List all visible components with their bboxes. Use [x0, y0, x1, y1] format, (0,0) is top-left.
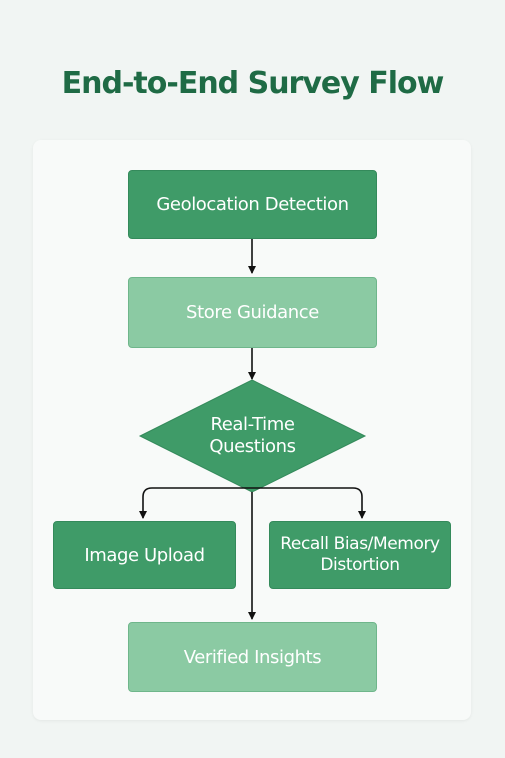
node-recall-line2: Distortion — [320, 555, 400, 575]
node-recall-line1: Recall Bias/Memory — [280, 534, 440, 554]
node-image-upload-label: Image Upload — [84, 544, 205, 566]
node-questions-line2: Questions — [209, 436, 296, 457]
node-verified-label: Verified Insights — [183, 646, 322, 668]
node-verified-insights: Verified Insights — [128, 622, 377, 692]
node-image-upload: Image Upload — [53, 521, 236, 589]
node-store-guidance: Store Guidance — [128, 277, 377, 348]
diagram-title: End-to-End Survey Flow — [61, 66, 445, 101]
node-questions-line1: Real-Time — [210, 414, 295, 435]
node-real-time-questions: Real-Time Questions — [190, 414, 315, 458]
node-recall-bias: Recall Bias/Memory Distortion — [269, 521, 451, 589]
node-geolocation-detection: Geolocation Detection — [128, 170, 377, 239]
node-geolocation-label: Geolocation Detection — [156, 194, 349, 215]
arrow-questions-to-recall — [252, 487, 366, 519]
node-store-guidance-label: Store Guidance — [186, 302, 319, 323]
arrow-questions-to-image-upload — [139, 487, 252, 519]
